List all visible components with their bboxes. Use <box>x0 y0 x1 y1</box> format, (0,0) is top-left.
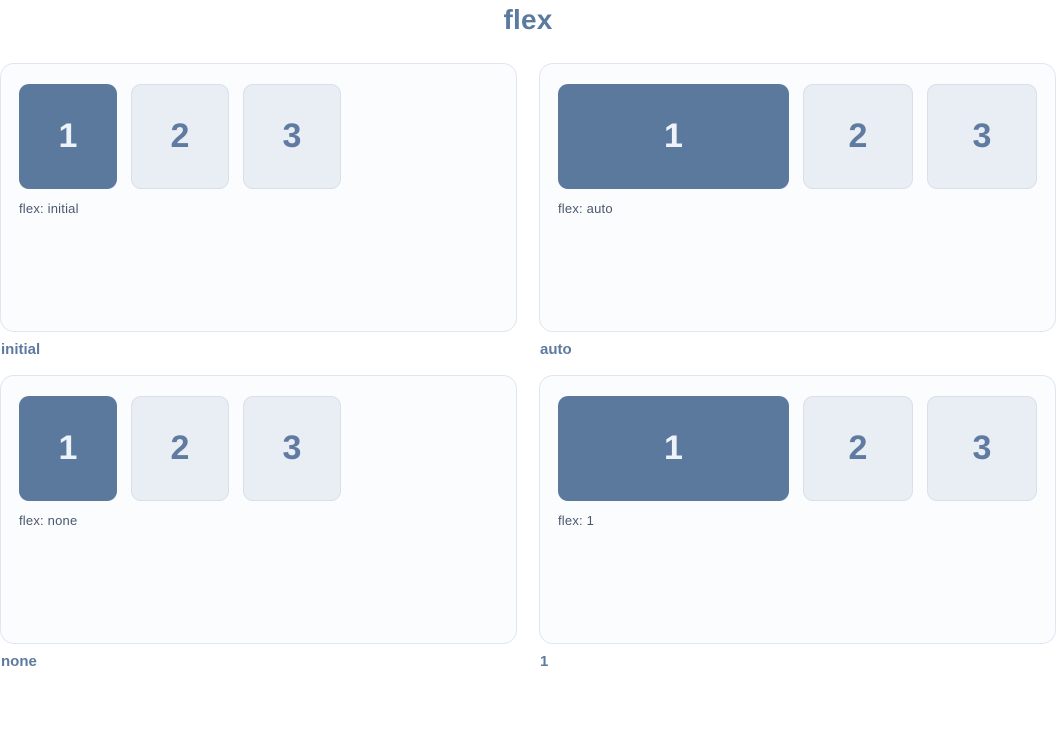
flex-container: 1 2 3 <box>19 84 498 189</box>
flex-demo-card-auto: 1 2 3 flex: auto <box>539 63 1056 332</box>
panel-caption-auto: auto <box>540 341 572 358</box>
flex-item-2: 2 <box>803 84 913 189</box>
flex-property-label: flex: none <box>19 513 78 528</box>
flex-item-2: 2 <box>131 396 229 501</box>
demo-cell-1: 1 2 3 flex: 1 1 <box>539 375 1056 687</box>
panel-caption-1: 1 <box>540 653 549 670</box>
flex-demo-card-none: 1 2 3 flex: none <box>0 375 517 644</box>
flex-property-label: flex: 1 <box>558 513 595 528</box>
flex-item-3: 3 <box>927 84 1037 189</box>
flex-container: 1 2 3 <box>19 396 498 501</box>
flex-item-1: 1 <box>19 396 117 501</box>
demo-cell-initial: 1 2 3 flex: initial initial <box>0 63 517 375</box>
flex-demo-card-1: 1 2 3 flex: 1 <box>539 375 1056 644</box>
flex-item-3: 3 <box>927 396 1037 501</box>
demo-grid: 1 2 3 flex: initial initial 1 2 3 flex: … <box>0 63 1056 687</box>
flex-item-2: 2 <box>803 396 913 501</box>
flex-item-2: 2 <box>131 84 229 189</box>
flex-container: 1 2 3 <box>558 396 1037 501</box>
flex-property-label: flex: auto <box>558 201 613 216</box>
flex-container: 1 2 3 <box>558 84 1037 189</box>
flex-item-1: 1 <box>19 84 117 189</box>
panel-caption-none: none <box>1 653 37 670</box>
panel-caption-initial: initial <box>1 341 41 358</box>
demo-cell-auto: 1 2 3 flex: auto auto <box>539 63 1056 375</box>
flex-item-1: 1 <box>558 84 789 189</box>
flex-item-1: 1 <box>558 396 789 501</box>
page-title: flex <box>503 4 553 35</box>
demo-cell-none: 1 2 3 flex: none none <box>0 375 517 687</box>
flex-item-3: 3 <box>243 84 341 189</box>
flex-item-3: 3 <box>243 396 341 501</box>
flex-demo-card-initial: 1 2 3 flex: initial <box>0 63 517 332</box>
flex-property-label: flex: initial <box>19 201 79 216</box>
